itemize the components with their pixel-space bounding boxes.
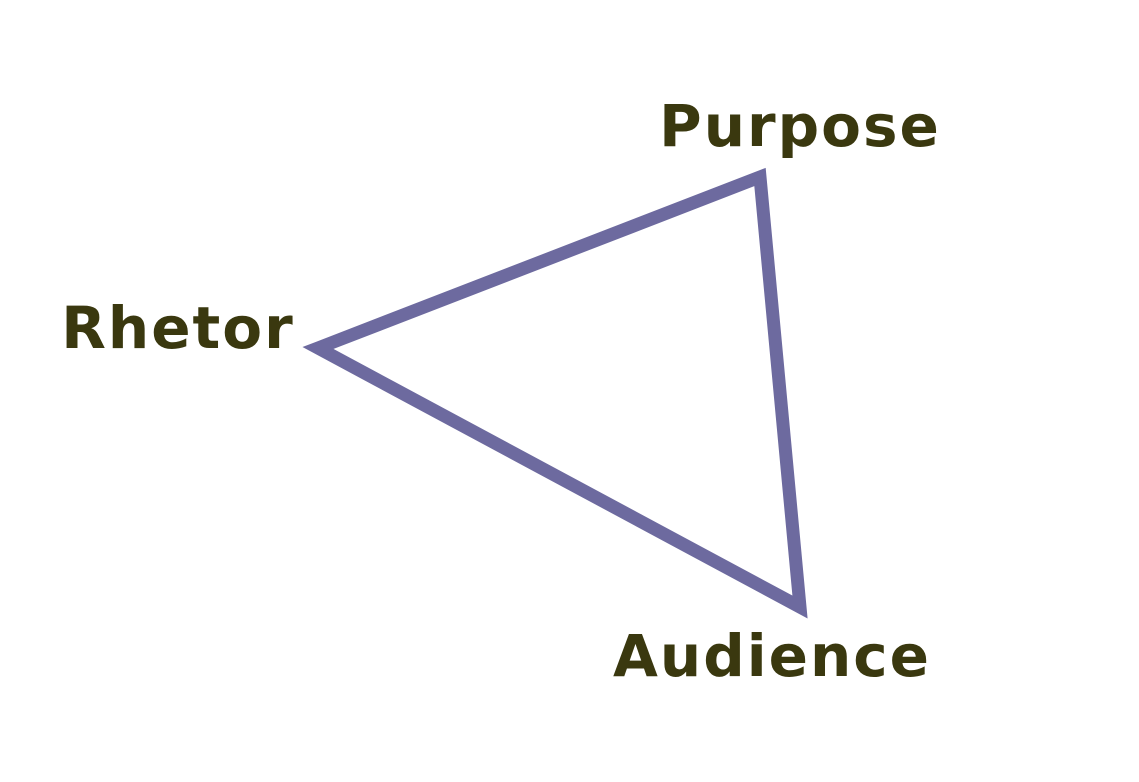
vertex-label-audience: Audience xyxy=(613,622,931,690)
vertex-label-rhetor: Rhetor xyxy=(61,294,295,362)
triangle-shape xyxy=(302,167,808,619)
vertex-label-purpose: Purpose xyxy=(659,92,941,160)
